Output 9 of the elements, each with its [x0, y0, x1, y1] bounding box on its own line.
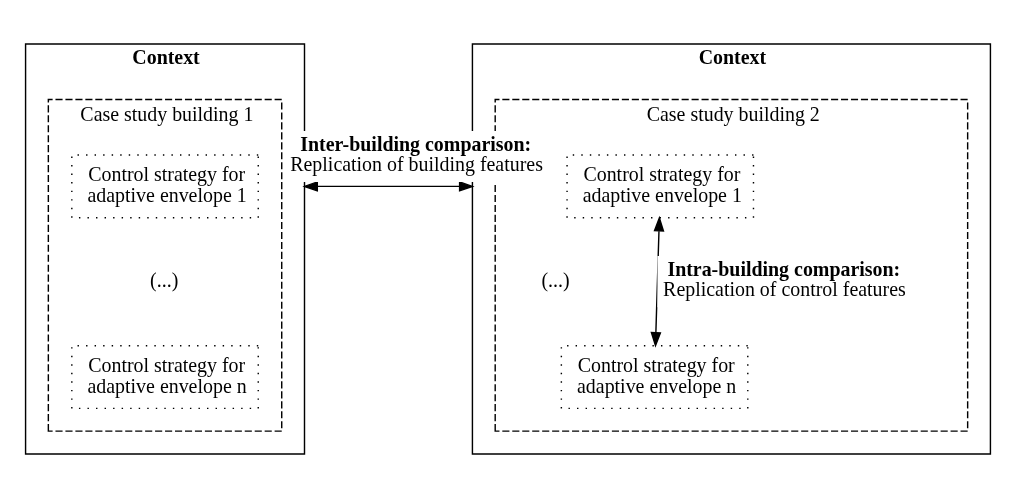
- node-text: (...): [150, 268, 179, 291]
- node-box: Control strategy for adaptive envelope 1: [71, 153, 259, 218]
- node-text: (...): [541, 268, 570, 291]
- node-box: Control strategy for adaptive envelope n: [71, 344, 259, 409]
- arrow: [302, 180, 475, 192]
- edge-label: Intra-building comparison: Replication of control features: [663, 257, 906, 300]
- node-box: Control strategy for adaptive envelope 1: [566, 153, 755, 218]
- arrow: [650, 215, 665, 348]
- node-box: Control strategy for adaptive envelope n: [560, 344, 749, 409]
